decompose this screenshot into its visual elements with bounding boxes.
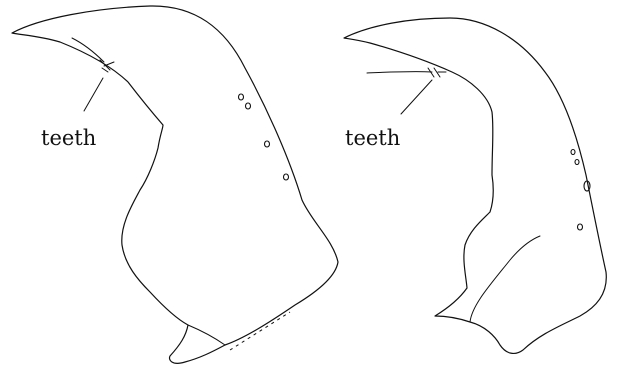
right-teeth-leader-line <box>401 80 432 114</box>
left-mandible-dashed-margin <box>230 312 290 350</box>
left-mandible-lower-lobe <box>188 325 225 345</box>
right-mandible-lobe-ridge <box>470 236 540 322</box>
right-sensory-pores <box>571 150 590 231</box>
left-teeth-label: teeth <box>41 126 96 150</box>
right-mandible: teeth <box>344 18 606 353</box>
right-mandible-outline <box>344 18 606 353</box>
right-teeth-marks <box>367 68 446 77</box>
left-teeth-leader-line <box>84 78 103 111</box>
left-sensory-pores <box>239 94 289 180</box>
left-mandible-outline <box>12 6 338 363</box>
left-teeth-marks <box>72 38 114 72</box>
left-mandible: teeth <box>12 6 338 363</box>
right-teeth-label: teeth <box>345 126 400 150</box>
